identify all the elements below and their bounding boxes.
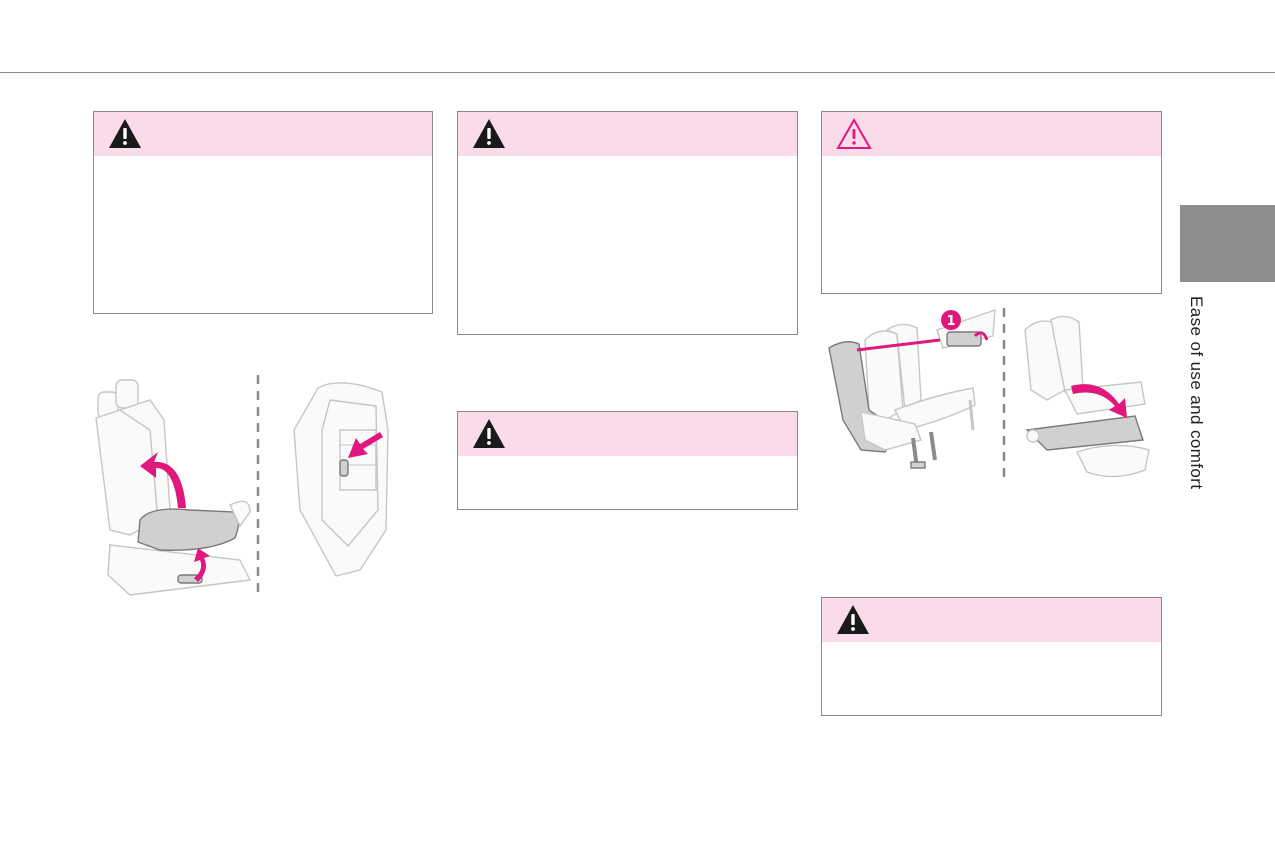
rear-seat-tumble-illustration: 1 (828, 308, 1150, 480)
warning-box-5 (821, 597, 1162, 716)
warning-triangle-icon (473, 119, 505, 148)
warning-header (458, 412, 797, 456)
warning-box-4 (457, 411, 798, 510)
warning-triangle-icon (837, 605, 869, 634)
fold-down-arrow (1071, 384, 1127, 418)
callout-leader (856, 338, 941, 352)
lever-arrow (194, 548, 210, 582)
warning-header (458, 112, 797, 156)
release-handle (946, 331, 982, 347)
warning-header (822, 598, 1161, 642)
section-label: Ease of use and comfort (1187, 296, 1206, 490)
section-tab (1180, 205, 1275, 282)
warning-triangle-icon (109, 119, 141, 148)
warning-box-3 (821, 111, 1162, 294)
warning-box-1 (93, 111, 433, 314)
seat-right-drawing (1024, 315, 1150, 478)
warning-box-2 (457, 111, 798, 335)
callout-badge (941, 310, 961, 330)
callout-number: 1 (946, 314, 955, 329)
release-arrow (348, 432, 383, 458)
warning-triangle-icon (473, 419, 505, 448)
seat-cushion-fold-illustration (95, 375, 389, 596)
seat-right-drawing (293, 382, 389, 577)
seat-left-drawing (95, 379, 252, 596)
warning-header (822, 112, 1161, 156)
header-rule (0, 72, 1275, 73)
fold-up-arrow (140, 452, 186, 508)
warning-triangle-outline-icon (836, 118, 872, 149)
warning-header (94, 112, 432, 156)
